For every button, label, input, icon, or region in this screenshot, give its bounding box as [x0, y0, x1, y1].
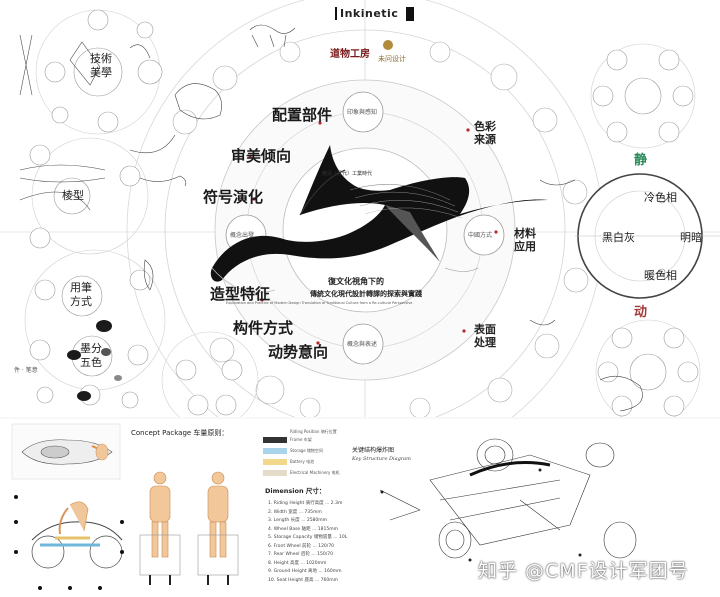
rider-figures — [149, 471, 229, 558]
label-black-white: 黑白灰 — [602, 231, 635, 244]
label-fuhao: 符号演化 — [203, 188, 264, 206]
top-node-circle — [342, 91, 384, 133]
label-warm: 暖色相 — [644, 269, 677, 282]
top-right-cluster — [590, 43, 696, 149]
dimension-line: 1. Riding Height 骑行高度 ... 2.3m — [268, 501, 343, 506]
dimension-line: 9. Ground Height 离地 ... 160mm — [268, 569, 342, 574]
label-jishu: 技術美學 — [90, 52, 112, 79]
label-moqu: 墨分五色 — [80, 342, 102, 369]
title-cn-line2: 傳統文化現代設計轉譯的探索與實踐 — [310, 289, 422, 298]
accent-dots — [248, 121, 498, 345]
brand-logo: Inkinetic — [335, 7, 414, 21]
legend-2: Storage 储物空间 — [290, 448, 323, 453]
legend-3: Battery 电池 — [290, 459, 315, 464]
dimension-line: 7. Rear Wheel 后轮 ... 150/70 — [268, 552, 333, 557]
label-peizhi: 配置部件 — [272, 106, 333, 124]
top-node-label: 印象與感知 — [347, 109, 378, 116]
logo-daowu: 道物工房 — [330, 49, 370, 60]
label-cailiao: 材料应用 — [514, 227, 536, 253]
structure-title-cn: 关键结构爆炸图 — [352, 447, 395, 454]
dimension-title: Dimension 尺寸： — [265, 487, 326, 495]
motorcycle-top-view — [11, 423, 121, 480]
title-en: Exploration and Practice of Modern Desig… — [226, 301, 413, 305]
dimension-line: 3. Length 长度 ... 2580mm — [268, 518, 328, 523]
label-shenmei: 审美倾向 — [231, 147, 292, 165]
inner-title: 晚清〔近代〕工業時代 — [322, 171, 373, 177]
label-dong: 动 — [634, 305, 648, 320]
label-goujian: 构件方式 — [233, 319, 294, 337]
title-cn-line1: 復文化視角下的 — [328, 276, 384, 286]
right-node-circle — [463, 214, 505, 256]
label-yongbi: 用筆方式 — [70, 281, 92, 308]
motorcycle-side-view — [31, 501, 123, 569]
legend-4: Electrical Machinery 电机 — [290, 470, 340, 475]
label-jing: 静 — [634, 153, 648, 168]
dimension-line: 8. Height 高度 ... 1020mm — [268, 560, 327, 566]
dimension-line: 2. Width 宽度 ... 735mm — [268, 509, 322, 515]
concept-title: Concept Package 车量原则： — [131, 429, 229, 437]
bottom-node-circle — [342, 323, 384, 365]
label-zaoxing: 造型特征 — [210, 285, 271, 303]
structure-title-en: Key Structure Diagram — [352, 456, 411, 462]
dimension-line: 4. Wheel Base 轴距 ... 1815mm — [268, 526, 339, 532]
satellite-circles — [172, 41, 589, 419]
dimension-line: 10. Seat Height 座高 ... 760mm — [268, 577, 338, 583]
watermark-text: 知乎 @CMF设计军团号 — [478, 560, 689, 582]
logo-weiwen: 未问设计 — [378, 55, 406, 63]
bottom-node-label: 概念與表述 — [347, 341, 378, 348]
ink-blots — [67, 320, 122, 401]
legend-1: Frame 车架 — [290, 437, 312, 442]
sketch-artifacts — [19, 24, 643, 412]
dimension-line: 5. Storage Capacity 储物容量 ... 10L — [268, 535, 348, 540]
label-biaomian: 表面处理 — [474, 323, 496, 349]
label-secai: 色彩来源 — [474, 120, 496, 146]
dimension-line: 6. Front Wheel 前轮 ... 120/70 — [268, 543, 335, 549]
right-node-label: 中國方式 — [468, 232, 493, 239]
legend-swatch-frame — [263, 437, 287, 443]
label-dongshi: 动势意向 — [268, 343, 329, 361]
label-lingxing: 棱型 — [62, 189, 84, 202]
label-cold: 冷色相 — [644, 191, 677, 204]
dimension-list: 1. Riding Height 骑行高度 ... 2.3m 2. Width … — [268, 500, 347, 585]
label-bright: 明暗 — [680, 231, 702, 244]
legend-0: Riding Position 骑行位置 — [290, 429, 337, 434]
left-node-label: 概念出發 — [230, 232, 255, 239]
caption-left: 件 · 笔意 — [14, 367, 38, 374]
brush-swallow-graphic — [210, 145, 549, 293]
logo-flower-icon — [383, 40, 393, 50]
exploded-structure — [379, 438, 637, 559]
